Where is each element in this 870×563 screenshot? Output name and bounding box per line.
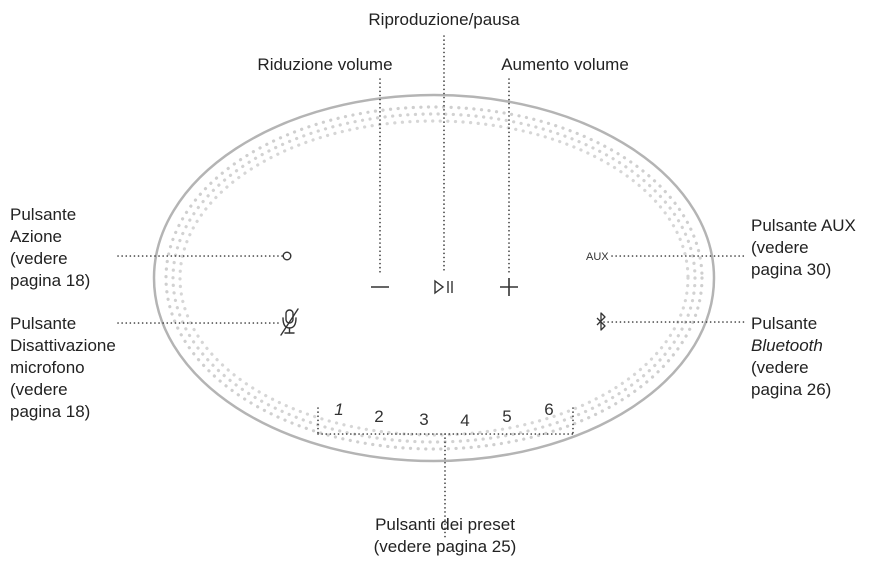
preset-2[interactable]: 2 bbox=[374, 407, 383, 426]
leader-lines bbox=[117, 35, 747, 539]
preset-buttons-label: Pulsanti dei preset (vedere pagina 25) bbox=[373, 515, 517, 556]
speaker-grille bbox=[164, 105, 704, 451]
aux-button-label[interactable]: AUX bbox=[586, 251, 609, 263]
volume-up-label: Aumento volume bbox=[501, 55, 629, 74]
play-pause-label: Riproduzione/pausa bbox=[368, 10, 520, 29]
aux-button-callout: Pulsante AUX (vedere pagina 30) bbox=[751, 216, 856, 279]
volume-down-label: Riduzione volume bbox=[257, 55, 393, 74]
play-pause-icon[interactable] bbox=[434, 279, 453, 295]
preset-5[interactable]: 5 bbox=[502, 407, 511, 426]
action-button-label: Pulsante Azione (vedere pagina 18) bbox=[10, 205, 91, 290]
preset-buttons: 1 2 3 4 5 6 bbox=[334, 400, 553, 430]
mic-off-icon[interactable] bbox=[280, 308, 299, 336]
bluetooth-callout: Pulsante Bluetooth (vedere pagina 26) bbox=[751, 314, 832, 399]
speaker-outline bbox=[152, 93, 716, 463]
preset-4[interactable]: 4 bbox=[460, 411, 469, 430]
mic-off-label: Pulsante Disattivazione microfono (veder… bbox=[10, 314, 116, 421]
preset-1[interactable]: 1 bbox=[334, 400, 343, 419]
preset-3[interactable]: 3 bbox=[419, 410, 428, 429]
volume-up-icon[interactable] bbox=[500, 278, 518, 296]
action-button-icon[interactable] bbox=[282, 251, 292, 261]
bluetooth-icon[interactable] bbox=[596, 312, 606, 331]
preset-6[interactable]: 6 bbox=[544, 400, 553, 419]
